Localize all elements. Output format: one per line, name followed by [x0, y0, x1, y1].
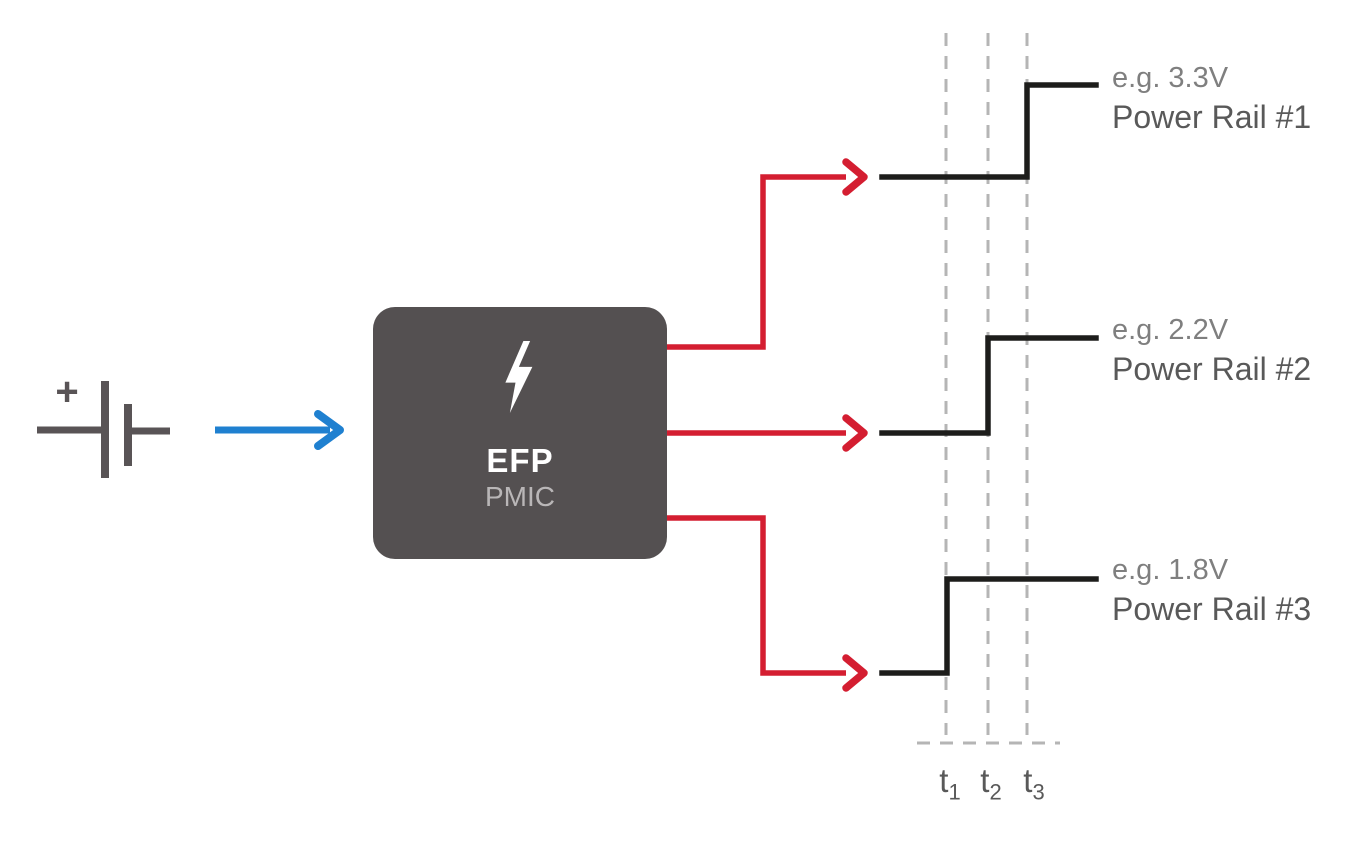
rail-1-name: Power Rail #1: [1112, 99, 1312, 135]
rail-3-name: Power Rail #3: [1112, 591, 1312, 627]
rail-1-label: e.g. 3.3V Power Rail #1: [1112, 60, 1342, 137]
pmic-name: EFP: [486, 442, 554, 479]
time-tick-t2: t2: [980, 762, 1001, 806]
output-connector-rail-3: [665, 515, 868, 692]
connector-3-path: [665, 515, 846, 676]
rail-waveforms: [879, 82, 1099, 676]
connector-1-arrow-head: [842, 158, 868, 196]
rail-3-label: e.g. 1.8V Power Rail #3: [1112, 552, 1342, 629]
input-arrow: [215, 410, 344, 450]
t3-base: t: [1023, 762, 1033, 799]
waveform-rail-3: [879, 576, 1099, 676]
lightning-bolt-icon: [505, 341, 533, 413]
pmic-block: EFP PMIC: [373, 307, 667, 559]
output-connector-rail-1: [665, 158, 868, 350]
connector-1-path: [665, 174, 846, 350]
rail-3-voltage: e.g. 1.8V: [1112, 554, 1229, 586]
rail-1-voltage: e.g. 3.3V: [1112, 62, 1229, 94]
t1-base: t: [939, 762, 949, 799]
rail-2-label: e.g. 2.2V Power Rail #2: [1112, 312, 1342, 389]
t2-sub: 2: [989, 779, 1002, 805]
output-connector-rail-2: [665, 414, 868, 452]
t1-sub: 1: [948, 779, 961, 805]
waveform-rail-2: [879, 335, 1099, 436]
time-tick-t3: t3: [1023, 762, 1044, 806]
input-arrow-head: [314, 410, 344, 450]
connector-2-arrow-head: [842, 414, 868, 452]
time-tick-t1: t1: [939, 762, 960, 806]
rail-2-name: Power Rail #2: [1112, 351, 1312, 387]
output-connectors: [665, 158, 868, 692]
rail-2-voltage: e.g. 2.2V: [1112, 314, 1229, 346]
battery-positive-sign: +: [55, 370, 79, 414]
t3-sub: 3: [1032, 779, 1045, 805]
connector-3-arrow-head: [842, 654, 868, 692]
waveform-rail-1: [879, 82, 1099, 180]
battery-icon: [37, 381, 170, 478]
pmic-subtitle: PMIC: [485, 481, 555, 512]
t2-base: t: [980, 762, 990, 799]
